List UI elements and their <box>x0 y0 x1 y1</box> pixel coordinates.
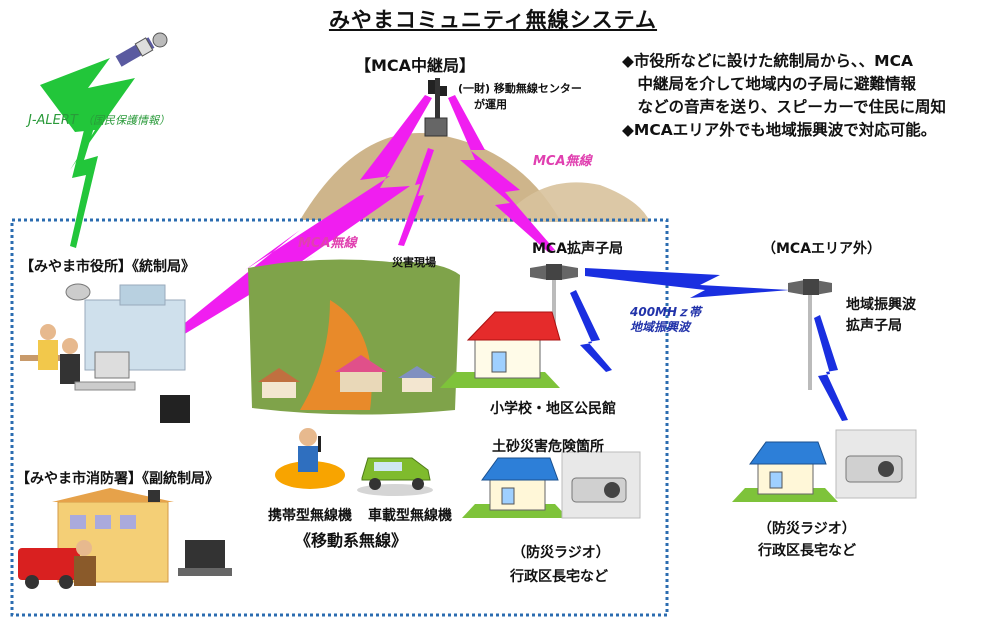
note-line: 中継局を介して地域内の子局に避難情報 <box>622 75 917 93</box>
city-hall-illustration <box>20 283 190 423</box>
outside-area-label: （MCAエリア外） <box>762 241 882 257</box>
jalert-note: （国民保護情報） <box>82 114 170 127</box>
relay-station-label: 【MCA中継局】 <box>355 56 476 75</box>
jalert-link-down <box>70 95 104 248</box>
relay-operator-line1: (一財) 移動無線センター <box>458 82 582 95</box>
jalert-text: J-ALERT <box>28 113 78 128</box>
band-link-right <box>814 315 848 421</box>
vehicle-label: 車載型無線機 <box>368 508 452 524</box>
handheld-radio-illustration <box>275 428 345 489</box>
school-label: 小学校・地区公民館 <box>490 401 616 417</box>
relay-operator-line2: が運用 <box>474 98 507 111</box>
radio-right-label: （防災ラジオ） <box>758 521 856 537</box>
regional-speaker-line1: 地域振興波 <box>846 297 916 313</box>
disaster-site-label: 災害現場 <box>392 256 436 269</box>
radio-house-right-illustration <box>732 441 838 502</box>
note-line: などの音声を送り、スピーカーで住民に周知 <box>622 98 946 116</box>
disaster-scene <box>248 259 460 415</box>
regional-speaker-pole <box>788 279 832 390</box>
note-line: ◆MCAエリア外でも地域振興波で対応可能。 <box>622 121 937 139</box>
page-title: みやまコミュニティ無線システム <box>328 8 658 32</box>
mca-link-site <box>398 148 434 246</box>
mca-link-speaker <box>448 95 555 252</box>
service-area-border <box>10 218 669 617</box>
radio-right-sub: 行政区長宅など <box>758 543 856 559</box>
vehicle-radio-illustration <box>357 457 433 496</box>
radio-house-left-illustration <box>462 457 568 518</box>
jalert-link <box>40 58 135 170</box>
city-hall-label: 【みやま市役所】《統制局》 <box>20 259 195 275</box>
mca-speaker-label: MCA拡声子局 <box>532 241 624 257</box>
band-link-horizontal <box>585 268 790 298</box>
handheld-label: 携帯型無線機 <box>268 508 352 524</box>
band-line1: 400MHｚ帯 <box>630 305 702 319</box>
school-house-illustration <box>440 311 561 388</box>
note-line: ◆市役所などに設けた統制局から、、MCA <box>622 52 913 70</box>
mca-wireless-label-left: MCA無線 <box>298 236 357 251</box>
fire-station-label: 【みやま市消防署】《副統制局》 <box>16 471 219 487</box>
jalert-label: J-ALERT （国民保護情報） <box>28 112 170 128</box>
system-notes: ◆市役所などに設けた統制局から、、MCA 中継局を介して地域内の子局に避難情報 … <box>622 50 982 142</box>
fire-station-illustration <box>18 488 232 589</box>
relay-tower-icon <box>424 78 448 137</box>
radio-left-sub: 行政区長宅など <box>510 569 608 585</box>
mobile-group-label: 《移動系無線》 <box>295 531 408 550</box>
band-link-left <box>570 290 612 372</box>
band-label: 400MHｚ帯 地域振興波 <box>630 305 701 335</box>
mca-wireless-label-right: MCA無線 <box>533 154 592 169</box>
landslide-label: 土砂災害危険箇所 <box>492 439 604 455</box>
radio-left-label: （防災ラジオ） <box>512 545 610 561</box>
satellite-icon <box>115 32 168 67</box>
hill-shape-small <box>500 182 650 222</box>
regional-speaker-line2: 拡声子局 <box>846 318 902 334</box>
band-line2: 地域振興波 <box>630 320 691 334</box>
disaster-radio-right-icon <box>835 429 917 499</box>
disaster-radio-left-icon <box>561 451 641 519</box>
mca-speaker-pole <box>530 264 578 340</box>
